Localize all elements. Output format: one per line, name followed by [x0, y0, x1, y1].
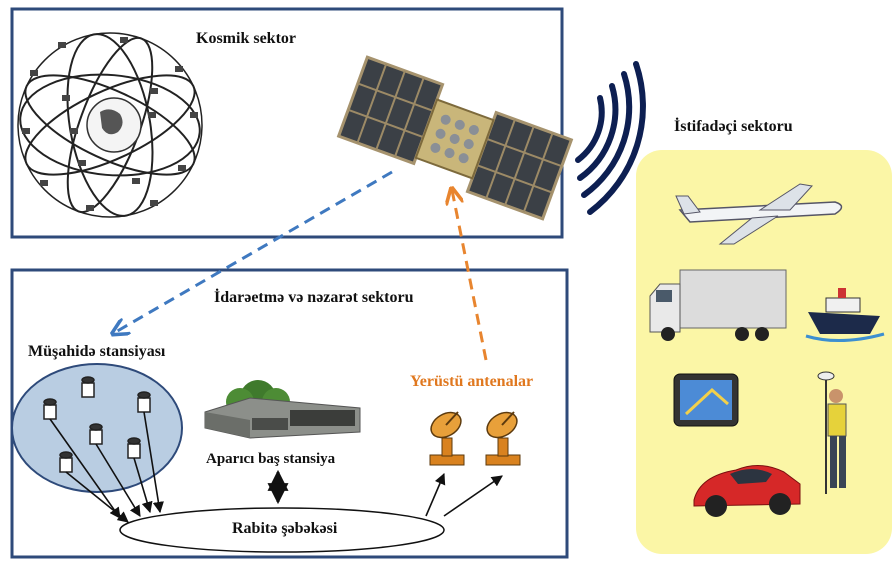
monitor-station-label: Müşahidə stansiyası: [28, 343, 166, 360]
master-station-label: Aparıcı baş stansiya: [206, 451, 336, 467]
communication-network: [119, 507, 445, 553]
ground-antenna-icon: [485, 411, 521, 466]
signal-waves-icon: [575, 61, 646, 215]
monitor-receivers-group: [43, 376, 151, 473]
receiver-icon: [137, 391, 151, 413]
car-icon: [693, 465, 801, 517]
ground-antennas-label: Yerüstü antenalar: [410, 373, 534, 390]
network-to-antenna-arrows: [425, 472, 503, 517]
user-sector-title: İstifadəçi sektoru: [674, 118, 793, 135]
airplane-icon: [675, 183, 843, 245]
ground-antenna-icon: [429, 411, 465, 466]
receiver-icon: [81, 376, 95, 398]
master-station-building-icon: [204, 380, 361, 439]
communication-network-label: Rabitə şəbəkəsi: [232, 520, 338, 537]
uplink-dashed-arrow: [452, 190, 488, 361]
user-sector-panel: [636, 150, 892, 554]
orbit-globe-icon: [17, 32, 203, 218]
gps-navigator-icon: [673, 373, 739, 427]
space-sector-title: Kosmik sektor: [196, 30, 296, 47]
truck-icon: [649, 269, 787, 341]
surveyor-icon: [817, 371, 847, 494]
receiver-icon: [89, 423, 103, 445]
receiver-icon: [127, 437, 141, 459]
receiver-icon: [59, 451, 73, 473]
gps-satellite-icon: [336, 55, 574, 221]
receiver-icon: [43, 398, 57, 420]
monitor-to-network-arrows: [49, 411, 164, 523]
ship-icon: [805, 288, 885, 343]
control-sector-title: İdarəetmə və nəzarət sektoru: [214, 289, 414, 306]
